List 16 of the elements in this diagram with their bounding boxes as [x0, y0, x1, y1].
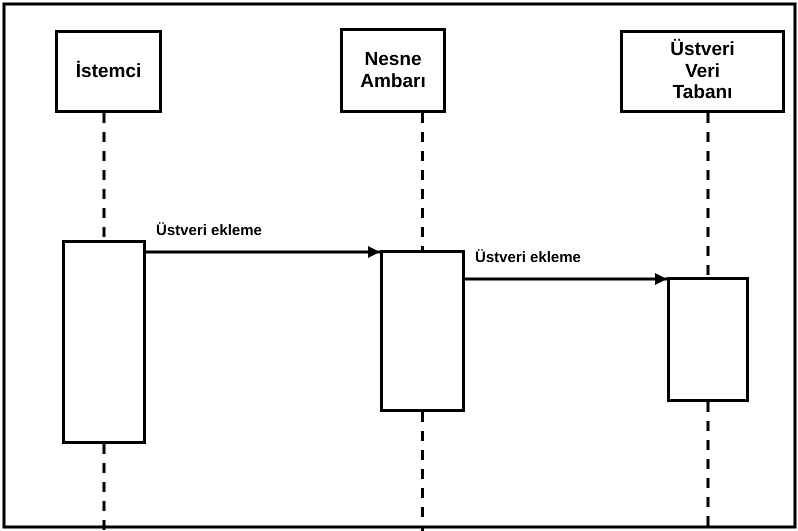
- message-arrow: [465, 273, 667, 285]
- lifeline: [421, 113, 424, 250]
- message-arrow: [146, 246, 380, 258]
- activation-box: [62, 240, 146, 444]
- participant-name: Üstveri Veri Tabanı: [669, 38, 736, 104]
- participant-box: [620, 30, 785, 113]
- participant-name: İstemci: [74, 60, 142, 82]
- participant-name: Nesne Ambarı: [359, 48, 427, 92]
- lifeline: [102, 113, 106, 240]
- lifeline: [421, 412, 424, 531]
- participant-box: [340, 28, 446, 113]
- activation-box: [667, 277, 749, 402]
- lifeline: [102, 444, 106, 531]
- lifeline: [706, 113, 710, 277]
- activation-box: [380, 250, 465, 412]
- participant-box: [55, 30, 162, 113]
